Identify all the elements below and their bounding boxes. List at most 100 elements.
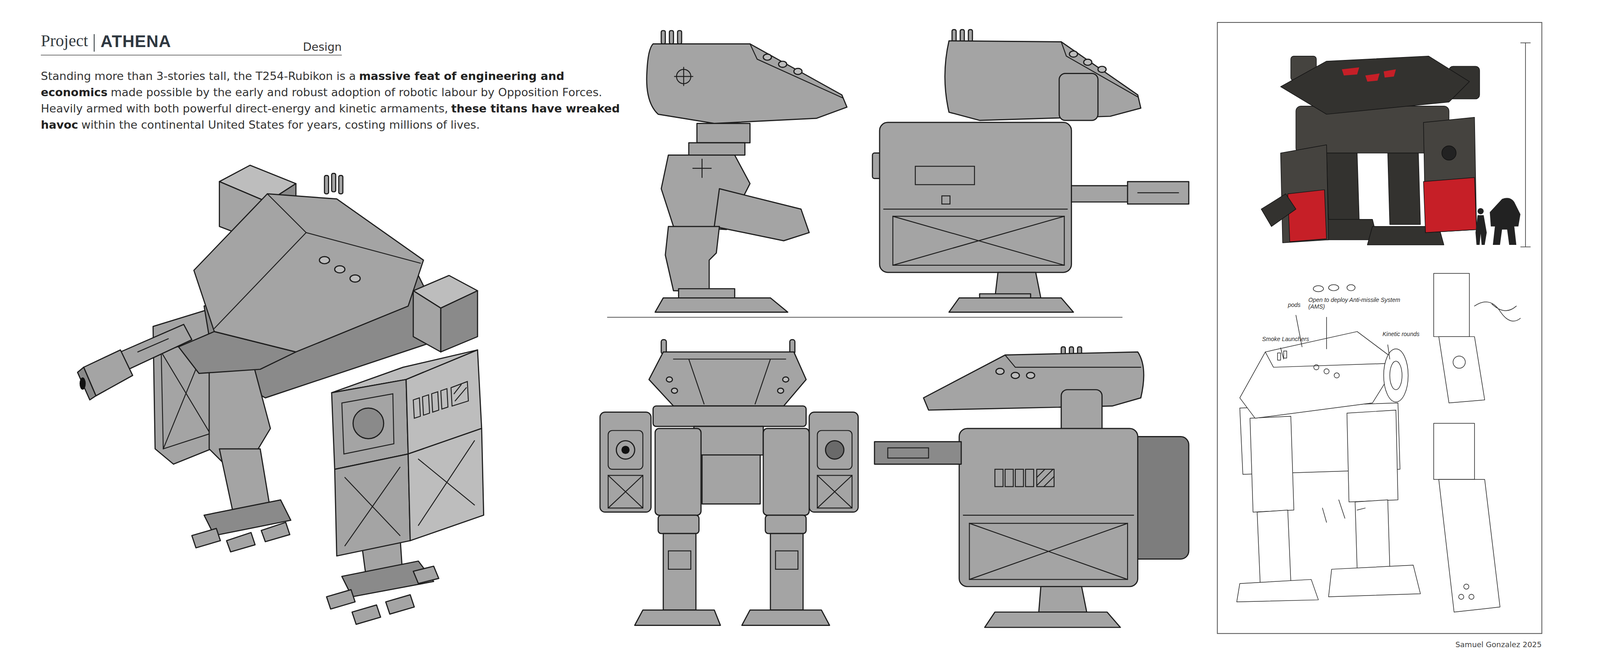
side-view-part	[984, 612, 1121, 628]
side-view-part	[887, 447, 929, 458]
side-view-part	[661, 30, 666, 44]
colour-render-part	[1477, 208, 1484, 215]
side-view-part	[1005, 355, 1141, 368]
pencil-sketch-part	[1328, 565, 1421, 598]
side-view-part	[697, 123, 750, 143]
side-view-part	[714, 188, 810, 241]
front-view	[600, 340, 859, 626]
pencil-sketch-part	[1328, 284, 1339, 291]
isometric-view-part	[352, 605, 381, 625]
isometric-view-part	[326, 590, 356, 610]
pencil-sketch-part	[1468, 594, 1474, 600]
side-view-part	[883, 208, 1068, 210]
colour-render-part	[1475, 215, 1487, 245]
pencil-sketch-part	[1433, 273, 1470, 337]
isometric-view-part	[226, 532, 256, 553]
front-view-part	[658, 515, 700, 534]
side-view-part	[1036, 469, 1055, 488]
pencil-sketch-part	[1334, 372, 1340, 378]
title-divider	[93, 34, 95, 52]
front-view-part	[671, 388, 678, 394]
isometric-view-part	[413, 566, 439, 585]
colour-render-part	[1341, 67, 1360, 76]
side-view-part	[963, 515, 1134, 516]
front-view-part	[668, 551, 691, 570]
pencil-sketch-part	[1236, 579, 1319, 603]
side-view-part	[969, 523, 1128, 580]
side-view-part	[1083, 59, 1093, 66]
front-view-part	[616, 440, 635, 460]
side-view-part	[1005, 469, 1014, 488]
side-view-part	[750, 43, 843, 98]
pencil-sketch-part	[1322, 500, 1366, 523]
front-view-part	[777, 388, 784, 394]
isometric-view-part	[79, 377, 86, 390]
isometric-view-part	[352, 408, 384, 439]
isometric-view-part	[418, 440, 475, 526]
isometric-view-part	[77, 367, 96, 400]
isometric-view-part	[450, 381, 469, 407]
isometric-view-part	[385, 595, 415, 615]
isometric-view-part	[422, 395, 430, 416]
side-view-part	[945, 40, 1141, 121]
pencil-sketch-part	[1347, 410, 1398, 503]
isometric-view-part	[261, 522, 290, 543]
side-view-part	[1097, 66, 1107, 73]
side-view-part	[959, 428, 1138, 588]
isometric-view-part	[137, 338, 169, 353]
side-view-part	[1026, 372, 1035, 379]
front-view-part	[608, 430, 643, 470]
pencil-sketch-part	[1313, 365, 1319, 370]
colour-render-part	[1287, 190, 1327, 243]
isometric-view-part	[214, 232, 421, 329]
description-text: Standing more than 3-stories tall, the T…	[40, 69, 356, 83]
pencil-sketch-part	[1474, 302, 1521, 322]
pencil-sketch	[1236, 273, 1521, 613]
sketch-note: Kinetic rounds	[1382, 330, 1420, 338]
side-view-part	[1038, 587, 1087, 613]
side-view-part	[968, 29, 973, 42]
isometric-view-part	[413, 397, 421, 419]
front-view-part	[608, 475, 643, 509]
front-view-part	[693, 426, 764, 456]
front-view-part	[775, 551, 798, 570]
side-view-part	[949, 297, 1074, 313]
isometric-view-part	[341, 394, 394, 455]
side-view	[646, 30, 848, 313]
isometric-view-part	[120, 324, 192, 370]
pencil-sketch-part	[1355, 500, 1390, 570]
side-view-part	[879, 122, 1072, 273]
side-view-part	[969, 523, 1128, 580]
front-view-part	[608, 475, 643, 509]
isometric-view-part	[334, 265, 345, 273]
sketch-note: Smoke Launchers	[1262, 335, 1310, 343]
side-view-part	[1025, 469, 1034, 488]
concept-panel-part	[1217, 22, 1543, 634]
header-rule-part	[607, 317, 1123, 318]
isometric-view-part	[455, 387, 467, 402]
isometric-view-part	[324, 175, 329, 194]
title-divider	[92, 32, 97, 54]
project-label: Project	[40, 31, 88, 50]
front-view-part	[600, 412, 651, 513]
sheet-label: Design	[302, 40, 342, 54]
colour-render-part	[1490, 197, 1521, 245]
colour-render-part	[1423, 177, 1477, 233]
sketch-note: pods	[1287, 301, 1301, 309]
front-view-part	[702, 455, 761, 505]
side-view-part	[674, 76, 693, 78]
colour-render-part	[1280, 145, 1329, 243]
pencil-sketch-part	[1326, 317, 1327, 350]
side-view-part	[677, 30, 682, 44]
isometric-view-part	[267, 193, 307, 233]
colour-render-part	[1520, 42, 1531, 43]
pencil-sketch-part	[1265, 352, 1396, 368]
side-view-part	[1069, 50, 1078, 58]
pencil-sketch-part	[1387, 345, 1390, 360]
header-rule-part	[40, 55, 342, 56]
isometric-view-part	[454, 385, 462, 395]
side-view-part	[646, 43, 848, 124]
side-view-part	[669, 30, 674, 44]
side-view-part	[892, 216, 1065, 266]
